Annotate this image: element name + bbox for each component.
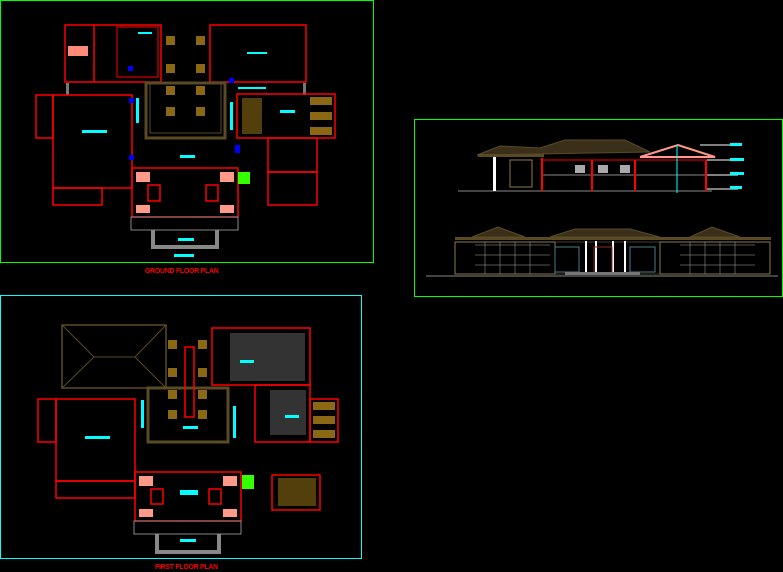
first-floor-plan xyxy=(37,324,339,554)
building-section xyxy=(458,139,744,193)
ground-floor-frame xyxy=(0,0,374,263)
first-floor-plan-title: FIRST FLOOR PLAN xyxy=(155,564,218,571)
first-floor-frame xyxy=(0,295,362,559)
ground-floor-plan xyxy=(35,24,336,257)
ground-floor-plan-title: GROUND FLOOR PLAN xyxy=(145,268,219,275)
front-elevation xyxy=(426,226,778,277)
